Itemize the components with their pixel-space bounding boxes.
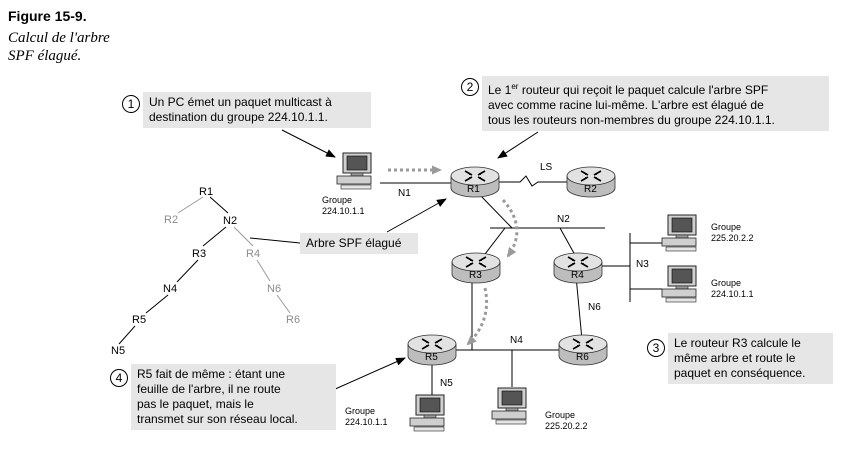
router-label-r6: R6 [576,352,589,363]
pc-label-3-line-1: Groupe [711,278,742,288]
link-label-n3: N3 [636,259,649,270]
step-number-3: 3 [647,339,665,357]
tree-edge-r1-n2 [209,196,229,214]
callout-3: Le routeur R3 calcule le même arbre et r… [668,333,833,384]
tree-node-n5: N5 [111,345,126,357]
tree-node-n2: N2 [223,215,238,227]
pc-label-5-line-1: Groupe [545,410,576,420]
pc-label-5: Groupe 225.20.2.2 [545,410,588,432]
router-label-r3: R3 [469,270,482,281]
pc-label-1-line-1: Groupe [322,195,353,205]
network-links [380,175,662,405]
callout-2-line-1: Le 1er routeur qui reçoit le paquet calc… [488,79,823,98]
pc-icon-3 [661,265,697,303]
callout-3-line-1: Le routeur R3 calcule le [674,336,801,350]
pc-label-3: Groupe 224.10.1.1 [711,278,754,300]
tree-edge-r5-n5 [118,325,136,345]
tree-node-r4: R4 [246,248,261,260]
callout-pointers [249,129,539,391]
tree-node-r6: R6 [286,314,301,326]
tree-edge-r1-r2 [177,196,204,214]
tree-edge-n2-r4 [233,226,254,247]
tree-node-n6: N6 [267,283,282,295]
step-number-1: 1 [122,95,140,113]
tree-node-r1: R1 [199,186,214,198]
pc-label-1: Groupe 224.10.1.1 [322,195,365,217]
pc-icon-5 [491,387,527,425]
step-number-4: 4 [110,369,128,387]
callout-2: Le 1er routeur qui reçoit le paquet calc… [482,76,829,131]
callout-2-line-3: tous les routeurs non-membres du groupe … [488,113,775,127]
pc-label-2-line-1: Groupe [711,222,742,232]
pc-label-4: Groupe 224.10.1.1 [345,406,388,428]
link-r1-n2 [479,194,513,229]
flow-arrow-r3-r5 [466,287,489,346]
pointer-pruned [386,198,447,233]
callout-4-line-4: transmet sur son réseau local. [137,412,298,426]
router-label-r5: R5 [425,352,438,363]
link-label-n5: N5 [440,378,453,389]
pointer-c2 [497,131,539,159]
link-label-n4: N4 [510,335,523,346]
callout-2-line-1a: Le 1 [488,83,512,97]
pc-label-4-line-2: 224.10.1.1 [345,417,388,427]
callout-2-superscript: er [511,82,519,91]
pc-label-4-line-1: Groupe [345,406,376,416]
pc-label-2-line-2: 225.20.2.2 [711,233,754,243]
tree-edge-r4-n6 [256,259,271,282]
link-n2-r3 [481,227,506,259]
link-label-n2: N2 [557,214,570,225]
figure-caption: Calcul de l'arbre SPF élagué. [8,29,158,65]
pc-icon-4 [409,394,445,432]
caption-line-2: SPF élagué. [8,48,82,64]
pc-label-1-line-2: 224.10.1.1 [322,206,365,216]
tree-node-r2: R2 [164,214,179,226]
link-label-n1: N1 [398,188,411,199]
pruned-tree-callout: Arbre SPF élagué [300,233,418,254]
tree-edge-n2-r3 [202,226,227,247]
callout-2-line-1b: routeur qui reçoit le paquet calcule l'a… [518,83,769,97]
tree-node-r3: R3 [192,248,207,260]
step-number-2: 2 [461,78,479,96]
callout-3-line-3: paquet en conséquence. [674,366,806,380]
callout-2-line-2: avec comme racine lui-même. L'arbre est … [488,98,764,112]
callout-1: Un PC émet un paquet multicast à destina… [143,92,371,128]
router-label-r1: R1 [467,184,480,195]
pcs [336,152,697,432]
callout-1-line-1: Un PC émet un paquet multicast à [149,95,332,109]
pointer-c4 [332,357,406,391]
tree-edge-r3-n4 [176,259,199,283]
tree-edge-n6-r6 [276,294,291,314]
pc-label-2: Groupe 225.20.2.2 [711,222,754,244]
pc-label-5-line-2: 225.20.2.2 [545,421,588,431]
flow-arrow-r1-r3 [501,199,519,258]
callout-4: R5 fait de même : étant une feuille de l… [131,364,336,430]
pointer-c1 [281,129,336,158]
callout-4-line-1: R5 fait de même : étant une [137,367,286,381]
router-label-r2: R2 [584,184,597,195]
pruned-tree-label: Arbre SPF élagué [306,236,402,250]
link-label-ls: LS [540,162,553,173]
tree-node-r5: R5 [132,314,147,326]
router-label-r4: R4 [571,270,584,281]
figure-number: Figure 15-9. [8,8,87,24]
tree-edges [118,196,291,345]
pointer-pruned-tree [249,237,301,244]
callout-1-line-2: destination du groupe 224.10.1.1. [149,110,328,124]
caption-line-1: Calcul de l'arbre [8,30,110,46]
link-n6 [575,275,583,341]
pc-icon-1 [336,152,372,190]
pc-label-3-line-2: 224.10.1.1 [711,289,754,299]
link-ls [492,175,570,187]
packet-flow [388,165,519,346]
link-n2-r4 [559,227,576,256]
tree-node-n4: N4 [163,283,178,295]
callout-4-line-3: pas le paquet, mais le [137,397,254,411]
callout-4-line-2: feuille de l'arbre, il ne route [137,382,281,396]
callout-3-line-2: même arbre et route le [674,351,796,365]
pc-icon-2 [661,214,697,252]
link-label-n6: N6 [588,302,601,313]
tree-edge-n4-r5 [145,294,169,314]
